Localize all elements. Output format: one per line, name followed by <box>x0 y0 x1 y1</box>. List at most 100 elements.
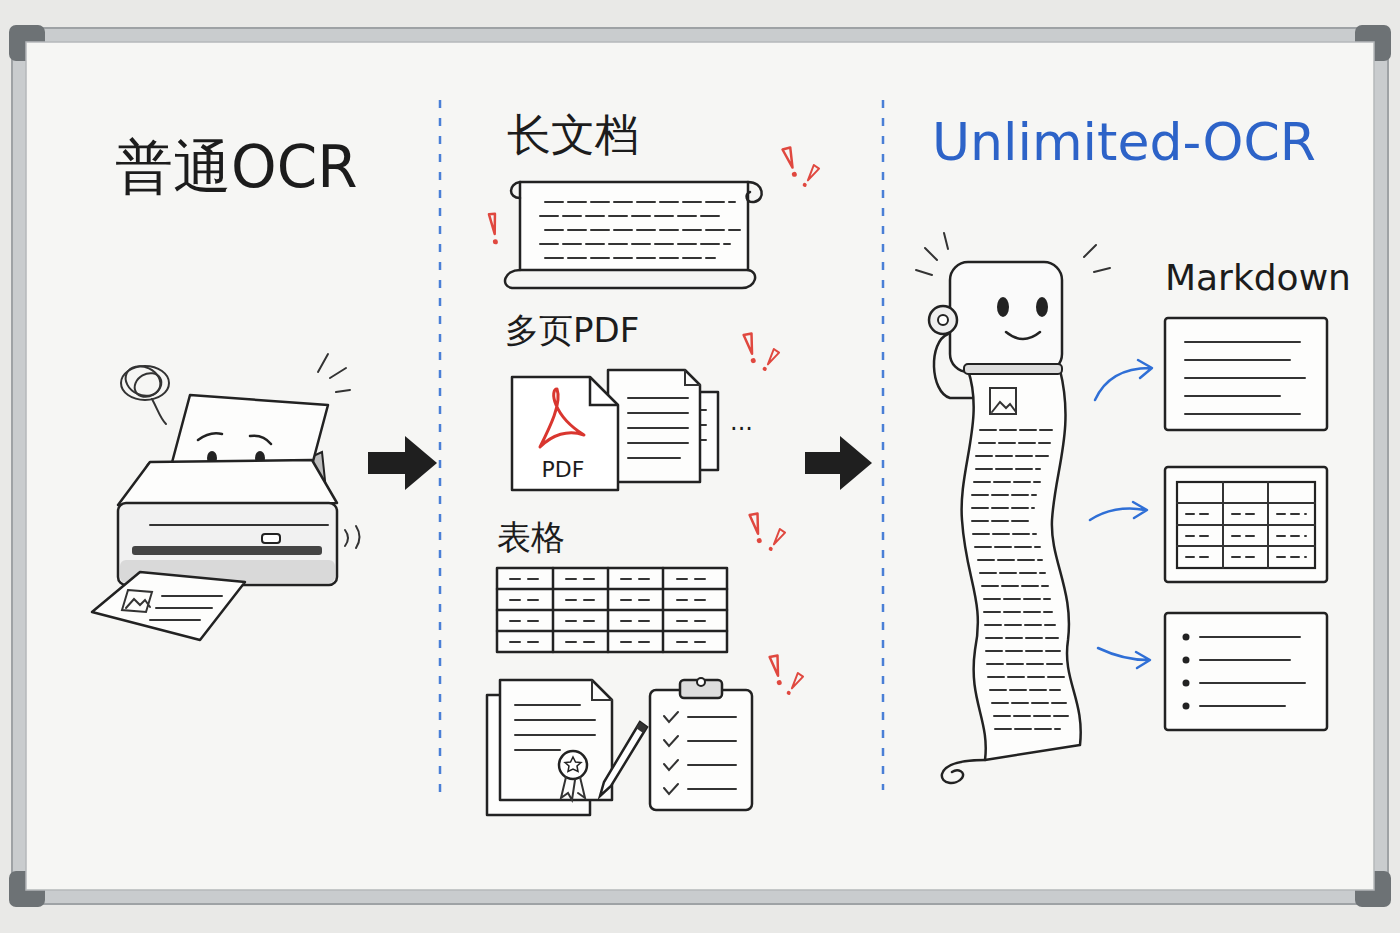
warning-mark <box>760 349 779 372</box>
sad-printer <box>121 361 165 402</box>
warning-mark <box>786 690 792 696</box>
markdown-output <box>1177 482 1315 568</box>
warning-mark <box>770 656 781 677</box>
ellipsis-mark: ... <box>730 408 753 437</box>
markdown-output <box>1165 467 1327 582</box>
ocr-robot <box>929 306 957 334</box>
stage-column: 普通OCR <box>60 100 368 800</box>
page-stack <box>608 370 700 482</box>
contract-documents <box>515 680 612 750</box>
ocr-robot <box>942 760 985 783</box>
warning-mark <box>493 239 498 244</box>
long-scroll <box>505 182 762 288</box>
table-icon <box>510 579 713 642</box>
warning-mark <box>768 546 774 552</box>
flow-arrow <box>805 452 840 474</box>
ocr-robot <box>938 315 948 325</box>
warning-mark <box>784 673 803 696</box>
warning-mark <box>776 680 782 686</box>
checklist-clipboard <box>650 678 752 810</box>
column-divider <box>882 100 885 790</box>
warning-mark <box>489 147 819 696</box>
sad-printer <box>132 546 322 555</box>
markdown-output <box>1185 342 1305 414</box>
category-label: 长文档 <box>507 109 639 162</box>
warning-mark <box>783 147 796 168</box>
long-scroll <box>540 202 740 258</box>
sad-printer <box>118 460 337 505</box>
warning-mark <box>771 529 785 546</box>
checklist-clipboard <box>664 712 678 794</box>
ocr-robot <box>1036 297 1048 317</box>
markdown-output <box>1183 680 1190 687</box>
whiteboard-frame <box>9 25 1391 907</box>
sad-printer <box>152 399 166 424</box>
sad-printer <box>150 524 328 526</box>
sad-printer <box>130 368 165 401</box>
contract-documents <box>500 680 612 800</box>
warning-mark <box>762 366 768 372</box>
warning-mark <box>766 529 785 552</box>
table-icon <box>497 568 727 652</box>
warning-mark <box>765 349 779 366</box>
output-arrow <box>1098 648 1150 668</box>
table-icon <box>497 568 727 652</box>
ocr-robot <box>964 364 1062 374</box>
whiteboard-frame <box>12 28 1388 904</box>
long-scroll <box>520 182 748 270</box>
whiteboard-frame <box>26 42 1374 890</box>
ocr-robot <box>916 233 1110 275</box>
column-heading: 普通OCR <box>115 133 357 203</box>
ocr-robot <box>950 262 1062 372</box>
contract-documents <box>600 722 647 796</box>
contract-documents <box>559 751 587 779</box>
output-arrow <box>1090 502 1147 520</box>
checklist-clipboard <box>688 717 736 789</box>
warning-mark <box>489 214 497 234</box>
sad-printer <box>262 534 280 543</box>
contract-documents <box>636 722 647 733</box>
contract-documents <box>487 680 647 815</box>
output-arrow <box>1095 360 1152 400</box>
long-scroll <box>505 270 755 288</box>
ocr-robot <box>916 233 1110 783</box>
category-label: 多页PDF <box>505 310 639 351</box>
ocr-robot <box>997 297 1009 317</box>
acrobat-symbol <box>540 389 584 447</box>
warning-mark <box>756 538 762 544</box>
warning-mark <box>783 147 798 178</box>
sad-printer <box>92 572 245 640</box>
column-divider <box>439 100 442 795</box>
brand-heading: Unlimited-OCR <box>932 111 1316 173</box>
stage-column: PDF 长文档多页PDF 表格 <box>437 100 805 800</box>
warning-mark <box>770 656 783 686</box>
sad-printer <box>122 590 152 612</box>
output-arrow <box>1090 360 1152 668</box>
warning-mark <box>805 165 819 182</box>
stage-column: Unlimited-OCRMarkdown <box>872 100 1342 800</box>
warning-mark <box>750 514 763 544</box>
markdown-output <box>1183 703 1190 710</box>
checklist-clipboard <box>650 690 752 810</box>
pdf-icon: PDF <box>510 375 620 492</box>
sad-printer <box>92 354 360 640</box>
warning-mark <box>750 358 756 364</box>
markdown-output <box>1165 318 1327 730</box>
warning-mark <box>789 673 803 690</box>
markdown-output <box>1177 482 1315 568</box>
warning-mark <box>744 334 755 355</box>
warning-mark <box>750 514 761 535</box>
warning-mark <box>800 165 819 188</box>
checklist-clipboard <box>697 678 705 686</box>
warning-mark <box>744 334 757 364</box>
markdown-output <box>1183 634 1190 641</box>
page-stack <box>608 370 718 482</box>
warning-mark <box>489 214 498 245</box>
markdown-output <box>1165 318 1327 430</box>
table-icon <box>497 568 727 652</box>
output-heading: Markdown <box>1165 256 1351 299</box>
flow-arrow <box>368 452 405 474</box>
category-label: 表格 <box>497 517 565 558</box>
